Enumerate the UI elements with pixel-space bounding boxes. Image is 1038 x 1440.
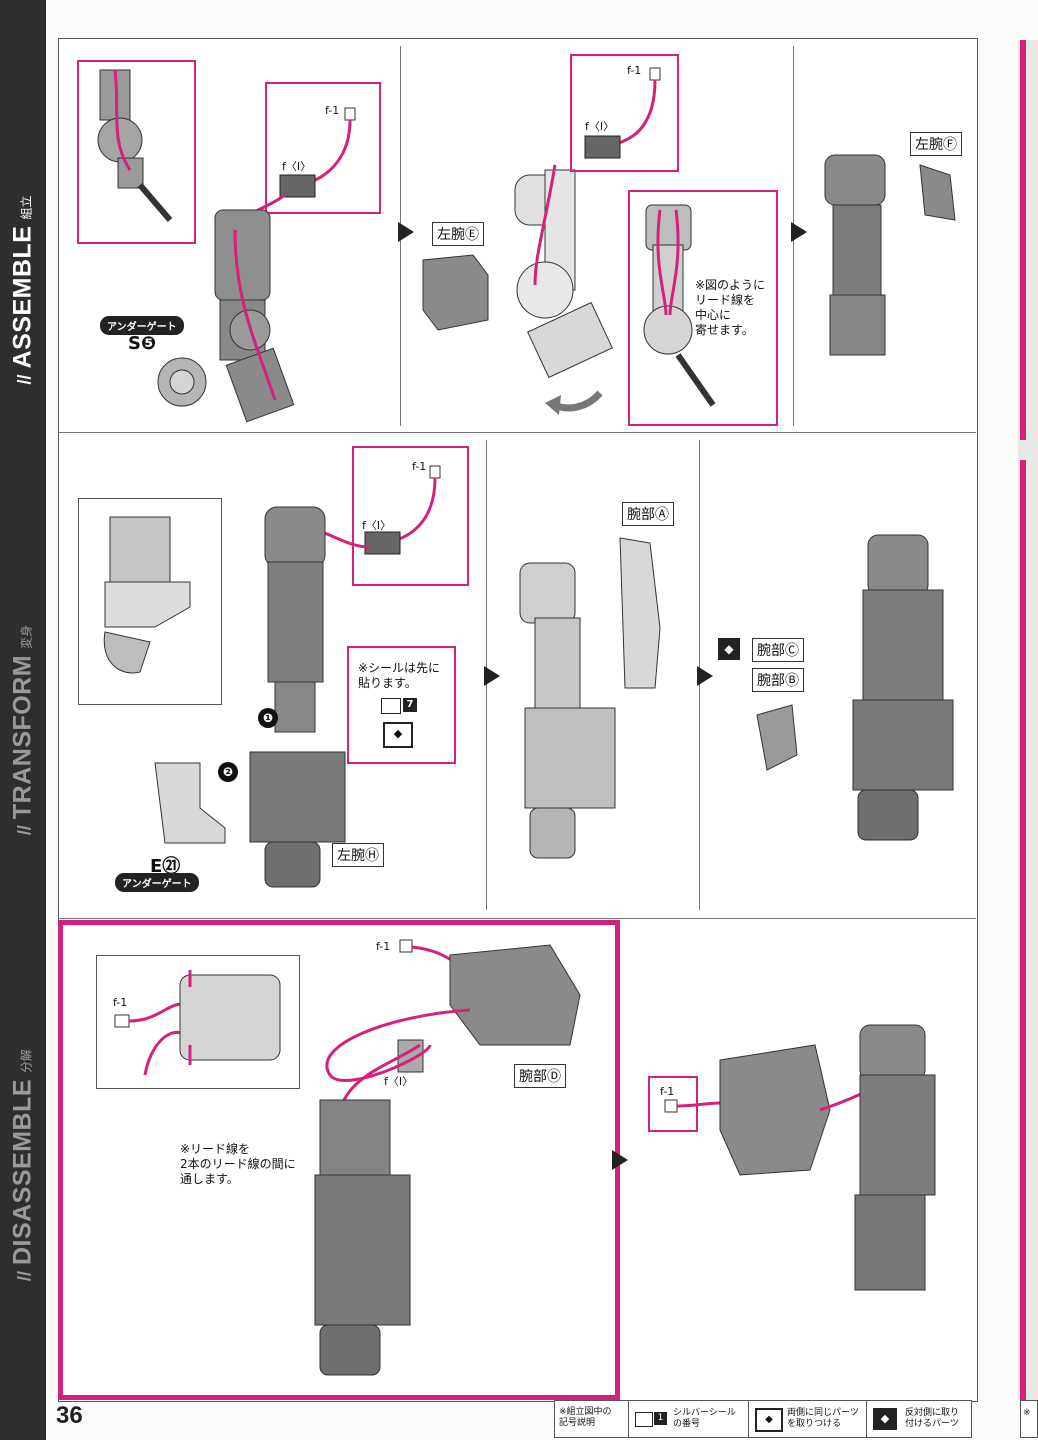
sidebar: // ASSEMBLE 組立 // TRANSFORM 変身 // DISASSEMBLE…	[0, 0, 46, 1440]
detail-box-joint	[77, 60, 196, 244]
step-2-marker: ❷	[218, 762, 238, 782]
part-number-e21: E㉑	[150, 856, 181, 877]
legend-truncated: ※	[1023, 1408, 1031, 1418]
lead-label: f-1	[113, 996, 128, 1009]
legend-opposite-side-text: 反対側に取り 付けるパーツ	[905, 1408, 960, 1429]
detail-box-connector	[570, 54, 679, 172]
bracket-part-illustration	[154, 762, 226, 844]
part-label-left-arm-f: 左腕Ⓕ	[910, 132, 962, 156]
legend-silver-seal-text: シルバーシール の番号	[673, 1408, 736, 1429]
assemble-jp: 組立	[19, 195, 34, 220]
joint-closeup-illustration	[643, 204, 716, 407]
step-arrow	[697, 666, 713, 686]
completed-arm-illustration	[664, 1024, 936, 1291]
cover-part-illustration	[422, 254, 489, 331]
step-arrow	[612, 1150, 628, 1170]
step-arrow	[791, 222, 807, 242]
connector-label: f〈I〉	[585, 120, 615, 133]
part-label-left-arm-e: 左腕Ⓔ	[432, 222, 484, 246]
legend-seal-number: 1	[654, 1412, 667, 1425]
both-sides-icon: ◆	[755, 1408, 783, 1432]
forearm-side-illustration	[852, 534, 954, 841]
note-lead-between: ※リード線を 2本のリード線の間に 通します。	[180, 1142, 296, 1186]
silver-seal-icon	[381, 698, 401, 714]
connector-illustration	[584, 67, 661, 159]
lead-route-closeup-illustration	[114, 970, 281, 1076]
note-seal-first: ※シールは先に 貼ります。	[358, 661, 441, 690]
sidebar-assemble: // ASSEMBLE 組立	[0, 130, 46, 450]
left-arm-illustration	[824, 154, 886, 356]
under-gate-badge: アンダーゲート	[115, 873, 199, 892]
seal-number: 7	[403, 698, 417, 712]
legend-title-cell: ※組立図中の 記号説明	[554, 1400, 630, 1438]
arm-assembly-illustration	[514, 164, 613, 379]
seal-note-box	[347, 646, 456, 764]
forearm-detail-illustration	[103, 516, 191, 674]
both-sides-icon: ◆	[383, 722, 413, 748]
part-label-arm-c: 腕部Ⓒ	[752, 638, 804, 662]
connector-label: f〈I〉	[384, 1075, 414, 1088]
legend-title: ※組立図中の 記号説明	[559, 1407, 612, 1428]
slash-icon: //	[14, 825, 35, 836]
cap-part-illustration	[157, 357, 207, 407]
part-label-arm-b: 腕部Ⓑ	[752, 668, 804, 692]
part-label-arm-a: 腕部Ⓐ	[622, 502, 674, 526]
legend-opposite-side: ◆ 反対側に取り 付けるパーツ	[866, 1400, 972, 1438]
elbow-joint-illustration	[97, 69, 173, 222]
opposite-side-icon: ◆	[718, 638, 740, 660]
lead-label: f-1	[412, 460, 427, 473]
transform-title: TRANSFORM	[8, 654, 37, 820]
disassemble-title: DISASSEMBLE	[8, 1078, 37, 1266]
row-divider	[58, 432, 976, 433]
legend-both-sides-text: 両側に同じパーツ を取りつける	[787, 1408, 859, 1429]
sidebar-transform: // TRANSFORM 変身	[0, 580, 46, 880]
detail-box-connector	[352, 446, 469, 586]
clip-part-illustration	[756, 704, 798, 771]
part-label-arm-d: 腕部Ⓓ	[514, 1064, 566, 1088]
note-lead-center: ※図のように リード線を 中心に 寄せます。	[695, 278, 766, 337]
forearm-open-illustration	[519, 537, 661, 859]
connector-label: f〈I〉	[362, 519, 392, 532]
detail-box-connector	[265, 82, 381, 214]
part-number-s5: S❺	[128, 333, 157, 354]
slash-icon: //	[14, 374, 35, 385]
step-1-marker: ❶	[258, 708, 278, 728]
part-label-left-arm-h: 左腕Ⓗ	[332, 843, 384, 867]
step-arrow	[398, 222, 414, 242]
connector-label: f〈I〉	[282, 160, 312, 173]
sidebar-disassemble: // DISASSEMBLE 分解	[0, 1000, 46, 1330]
row-divider	[58, 918, 976, 919]
side-plate-illustration	[919, 164, 956, 221]
slash-icon: //	[14, 1271, 35, 1282]
legend-next-page: ※	[1020, 1400, 1038, 1438]
lead-label: f-1	[660, 1085, 675, 1098]
under-gate-badge: アンダーゲート	[100, 316, 184, 335]
disassemble-jp: 分解	[19, 1048, 34, 1073]
page-number: 36	[56, 1402, 83, 1429]
detail-box-lead-center	[628, 190, 778, 426]
lead-label: f-1	[325, 104, 340, 117]
instruction-frame	[58, 38, 978, 1402]
upper-arm-illustration	[214, 107, 356, 423]
assemble-title: ASSEMBLE	[8, 225, 37, 369]
lead-label: f-1	[627, 64, 642, 77]
opposite-side-icon: ◆	[873, 1408, 897, 1430]
silver-seal-icon	[635, 1412, 653, 1427]
next-page-edge	[1018, 40, 1038, 1400]
transform-jp: 変身	[19, 624, 34, 649]
lead-label: f-1	[376, 940, 391, 953]
hand-cover-assembly-illustration	[314, 939, 581, 1376]
rotate-arrow-icon	[545, 390, 603, 415]
legend-both-sides: ◆ 両側に同じパーツ を取りつける	[748, 1400, 868, 1438]
forearm-assembly-illustration	[249, 465, 441, 888]
legend-silver-seal: 1 シルバーシール の番号	[628, 1400, 750, 1438]
step-arrow	[484, 666, 500, 686]
